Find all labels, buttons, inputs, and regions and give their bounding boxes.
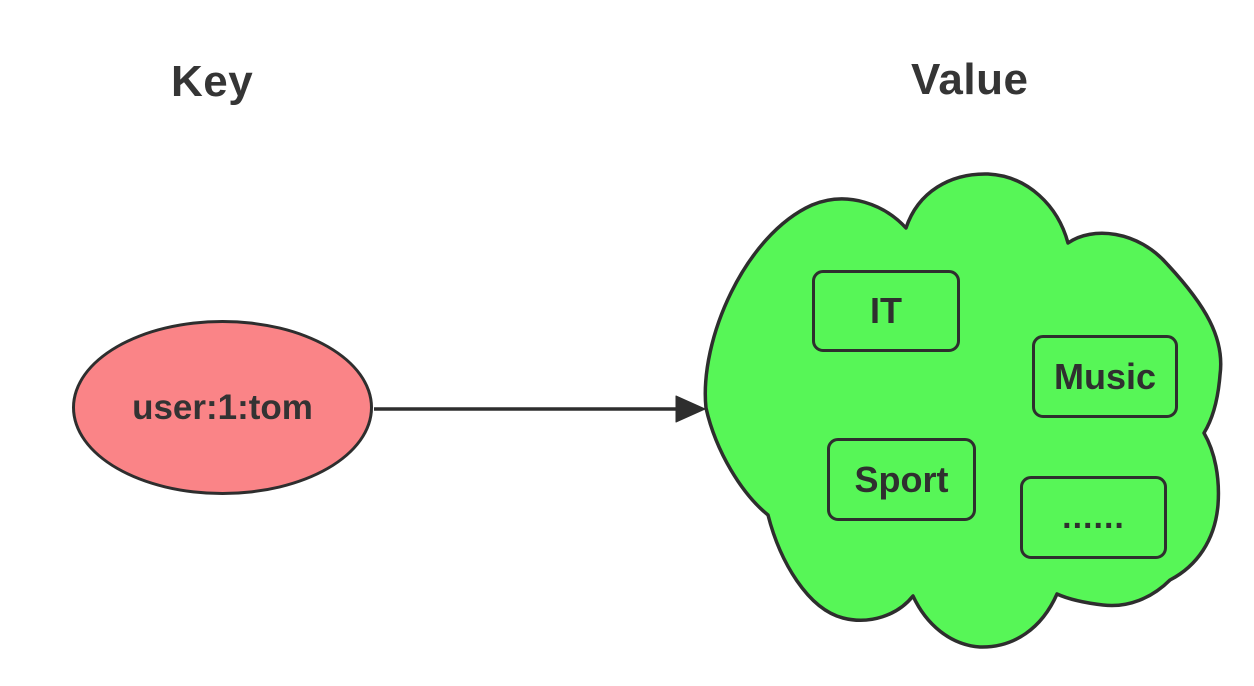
key-node-label: user:1:tom [132, 387, 313, 427]
value-item-label: ...... [1062, 498, 1125, 536]
value-item-it: IT [812, 270, 960, 352]
value-item-label: Sport [854, 458, 949, 500]
value-item-sport: Sport [827, 438, 976, 521]
key-heading: Key [171, 57, 254, 106]
arrow-head-icon [675, 395, 706, 423]
value-item-label: IT [870, 290, 902, 331]
value-item-music: Music [1032, 335, 1178, 418]
key-node-ellipse: user:1:tom [72, 320, 373, 495]
value-heading: Value [911, 55, 1029, 104]
value-item-ellipsis: ...... [1020, 476, 1167, 559]
value-item-label: Music [1053, 355, 1157, 397]
